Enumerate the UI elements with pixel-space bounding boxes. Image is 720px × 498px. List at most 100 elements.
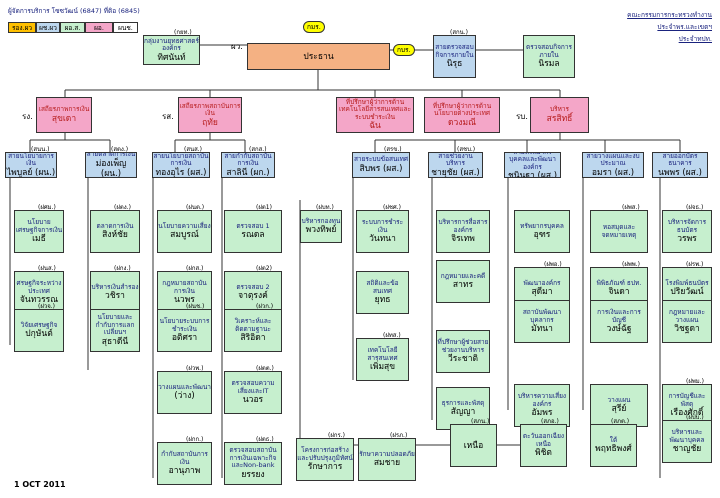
org-box-c1[interactable]: สายนโยบายการเงินไพบูลย์ (ผน.) [5, 152, 57, 178]
org-box-c8[interactable]: สายวางแผนและงบประมาณอมรา (ผส.) [582, 152, 644, 178]
org-box-person: ไพบูลย์ (ผน.) [6, 167, 56, 178]
org-box-inspect[interactable]: ตรวจสอบกิจการภายในนิรมล [523, 35, 575, 78]
org-box-person: นวอร [242, 395, 264, 405]
org-box-j3[interactable]: กฎหมายและวางแผนวิชฐดา [662, 300, 712, 343]
org-box-code: (ฝพส.) [622, 204, 640, 211]
org-box-code: (สกน.) [450, 29, 468, 36]
org-box-i3[interactable]: การเงินและการบัญชีวงษ์ฉัฐ [590, 300, 648, 343]
org-box-r2[interactable]: ตะวันออกเฉียงเหนือพิชิต [520, 424, 567, 467]
org-box-e9[interactable]: กำกับสถาบันการเงินอานุภาพ [157, 442, 212, 485]
org-box-code: (สกส.) [249, 146, 267, 153]
org-box-code: (ฝนช.) [186, 303, 205, 310]
org-box-title: โรงพิมพ์ธนบัตร [665, 278, 709, 287]
org-box-e1[interactable]: นโยบายความเสี่ยงสมบูรณ์ [157, 210, 212, 253]
org-box-e7[interactable]: วางแผนและพัฒนา(ว่าง) [157, 371, 212, 414]
side-label-rp: รบ. [516, 112, 528, 121]
org-box-admin[interactable]: บริหารสรสิทธิ์ [530, 97, 589, 133]
side-label-kmr: กมร. [303, 21, 325, 33]
org-box-title: วางแผน [607, 395, 631, 404]
org-box-title: นโยบายและกำกับการแลกเปลี่ยนฯ [95, 313, 135, 337]
org-box-e6[interactable]: วิเคราะห์และติดตามฐานะสิริอิดา [224, 309, 282, 352]
org-box-h1[interactable]: ทรัพยากรบุคคลอุฑร [514, 210, 570, 253]
org-box-title: กำกับสถาบันการเงิน [161, 450, 208, 466]
org-box-c2[interactable]: สายตลาดการเงินม่องเพ็ญ (ผน.) [85, 152, 137, 178]
org-box-code: (สภอ.) [541, 418, 559, 425]
org-box-j5[interactable]: บริหารและพัฒนาบุคคลชาญชัย [662, 420, 712, 463]
org-box-person: นิรุธ [446, 59, 463, 69]
org-box-president[interactable]: ประธาน [247, 43, 390, 70]
org-box-person: อติศรา [171, 333, 198, 343]
org-box-f6[interactable]: รักษาความปลอดภัยสมชาย [358, 438, 416, 481]
header-link-3[interactable]: ประจำทปท. [678, 35, 712, 43]
org-box-code: (ฝต1) [256, 204, 272, 211]
org-box-person: สิบพร (ผส.) [359, 163, 403, 174]
org-box-person: นวพร [174, 295, 195, 305]
org-box-person: สิงห์ชัย [102, 230, 128, 241]
org-box-e5[interactable]: นโยบายระบบการชำระเงินอติศรา [157, 309, 212, 352]
org-box-person: สุดีมา [531, 287, 553, 298]
org-box-person: รักษาการ [307, 462, 343, 472]
org-box-person: พฤทธิพงศ์ [595, 444, 632, 455]
org-box-g3[interactable]: ที่ปรึกษาผู้ช่วยสายช่วยงานบริหารวีระชาติ [436, 330, 490, 373]
org-box-j1[interactable]: บริหารจัดการธนบัตรวรพร [662, 210, 712, 253]
org-box-i4[interactable]: วางแผนสุรีย์ [590, 384, 648, 427]
org-box-d6[interactable]: นโยบายและกำกับการแลกเปลี่ยนฯสุธาดีนี [90, 309, 140, 352]
legend-item: ผช.ผว [36, 22, 60, 33]
org-box-d4[interactable]: บริหารเงินสำรองวชิรา [90, 271, 140, 314]
org-box-person: วงษ์ฉัฐ [606, 324, 632, 334]
org-box-g2[interactable]: กฎหมายและคดีสาทร [436, 260, 490, 303]
org-box-r3[interactable]: ใต้พฤทธิพงศ์ [590, 424, 637, 467]
org-box-title: สายนโยบายสถาบันการเงิน [153, 152, 209, 167]
org-box-f3[interactable]: สถิติและข้อสนเทศยุทธ [356, 271, 409, 314]
org-box-c6[interactable]: สายช่วยงานบริหารชายุชัย (ผส.) [428, 152, 483, 178]
header-link-1[interactable]: คณะกรรมการกระทรวงทำงาน [627, 11, 712, 19]
org-box-code: (สรข.) [384, 146, 402, 153]
org-box-title: ตรวจสอบ 1 [236, 221, 270, 230]
org-box-sanong[interactable]: สายตรวจสอบกิจการภายในนิรุธ [433, 35, 476, 78]
org-box-person: อัมพร [531, 408, 553, 418]
org-box-kumlung[interactable]: กลุ่มงานยุทธศาสตร์องค์กรทิศนันท์ [143, 35, 200, 65]
org-box-d1[interactable]: นโยบายเศรษฐกิจการเงินเมธี [14, 210, 64, 253]
org-box-title: ตรวจสอบกิจการภายใน [526, 43, 572, 59]
org-box-code: (สชบ.) [457, 146, 476, 153]
org-box-i1[interactable]: หอสมุดและจดหมายเหตุ [590, 210, 648, 253]
org-box-adv1[interactable]: ที่ปรึกษาผู้ว่าการด้านเทคโนโลยีสารสนเทศแ… [336, 97, 414, 133]
org-box-g4[interactable]: ธุรการและพัสดุสัญญา [436, 387, 490, 430]
org-box-r1[interactable]: เหนือ [450, 424, 497, 467]
org-box-h3[interactable]: สถาบันพัฒนาบุคลากรมัทนา [514, 300, 570, 343]
org-box-fin_dept[interactable]: เสถียรภาพการเงินสุขเดา [36, 97, 92, 133]
org-box-fin_inst[interactable]: เสถียรภาพสถาบันการเงินฤทัย [178, 97, 242, 133]
org-box-f1[interactable]: บริหารกองทุนพวงทิพย์ [300, 210, 342, 243]
org-box-person: นพพร (ผส.) [658, 167, 702, 178]
org-box-code: (ฝวก.) [256, 303, 274, 310]
org-box-f2[interactable]: ระบบการชำระเงินวันทนา [356, 210, 409, 253]
org-box-person: สมชาย [373, 458, 401, 469]
org-box-f4[interactable]: เทคโนโลยีสารสนเทศเพิ่มสุข [356, 338, 409, 381]
org-box-e3[interactable]: กฎหมายสถาบันการเงินนวพร [157, 271, 212, 314]
org-box-c5[interactable]: สายระบบข้อสนเทศสิบพร (ผส.) [352, 152, 410, 178]
org-box-d5[interactable]: วิจัยเศรษฐกิจปกุษันต์ [14, 309, 64, 352]
org-box-c9[interactable]: สายออกบัตรธนาคารนพพร (ผส.) [652, 152, 708, 178]
org-box-j4[interactable]: การบัญชีและพัสดุเรืองศักดิ์ [662, 384, 712, 427]
org-box-title: ทรัพยากรบุคคล [520, 221, 564, 230]
header-link-2[interactable]: ประจำพร.และเขตฯ [657, 23, 712, 31]
org-box-c3[interactable]: สายนโยบายสถาบันการเงินทองอุไร (ผส.) [152, 152, 210, 178]
org-box-title: ตรวจสอบความเสี่ยงและIT [231, 379, 275, 395]
org-box-person: พิชิต [535, 448, 552, 458]
org-box-title: สายช่วยงานบริหาร [438, 152, 473, 167]
org-box-person: ดวงมณี [448, 117, 476, 128]
org-box-d2[interactable]: ตลาดการเงินสิงห์ชัย [90, 210, 140, 253]
org-box-f5[interactable]: โครงการก่อสร้างและปรับปรุงภูมิทัศน์รักษา… [296, 438, 354, 481]
org-box-title: ตรวจสอบสถาบันการเงินเฉพาะกิจและNon-bank [229, 446, 277, 470]
org-box-person: สมบูรณ์ [170, 230, 199, 241]
org-box-title: วิจัยเศรษฐกิจ [20, 320, 58, 329]
org-box-adv2[interactable]: ที่ปรึกษาผู้ว่าการด้านนโยบายต่างประเทศดว… [424, 97, 500, 133]
org-box-g1[interactable]: บริหารการสื่อสารองค์กรจิรเทพ [436, 210, 490, 253]
org-box-c4[interactable]: สายกำกับสถาบันการเงินสาลินี (ผก.) [221, 152, 275, 178]
